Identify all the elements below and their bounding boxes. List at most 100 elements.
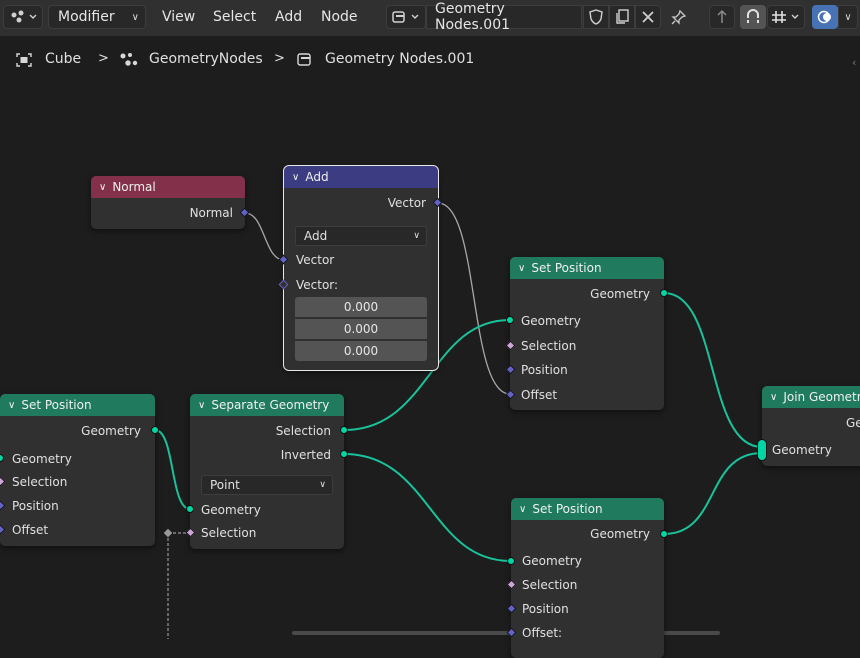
chevron-down-icon: ∨: [319, 480, 326, 490]
output-socket-geometry[interactable]: [660, 530, 668, 538]
node-editor-icon: [11, 10, 37, 23]
breadcrumb-modifier: GeometryNodes: [149, 51, 263, 67]
domain-dropdown[interactable]: Point ∨: [201, 475, 333, 495]
menu-view[interactable]: View: [162, 9, 196, 25]
input-socket-geometry[interactable]: [0, 454, 4, 462]
node-set-position-left[interactable]: ∨Set Position Geometry Geometry Selectio…: [0, 394, 159, 546]
link-normal-to-add[interactable]: [244, 212, 285, 261]
chevron-down-icon: ∨: [844, 11, 852, 23]
menu-select[interactable]: Select: [213, 9, 257, 25]
output-socket-selection[interactable]: [340, 426, 348, 434]
nodetree-browse-button[interactable]: [386, 5, 426, 29]
grid-snap-icon: [772, 11, 799, 23]
overlay-options-dropdown[interactable]: ∨: [838, 5, 858, 29]
mode-dropdown[interactable]: Modifier ∨: [48, 5, 146, 29]
node-title: Normal: [112, 180, 156, 194]
output-socket-geometry[interactable]: [151, 426, 159, 434]
chevron-down-icon[interactable]: ∨: [770, 391, 778, 403]
input-label-geometry: Geometry: [201, 503, 261, 517]
input-socket-offset[interactable]: [0, 524, 6, 535]
pin-button[interactable]: [666, 5, 692, 29]
output-label: Geometry: [81, 424, 141, 438]
unlink-button[interactable]: [635, 5, 661, 29]
chevron-down-icon[interactable]: ∨: [198, 399, 206, 411]
geometry-nodes-icon: [120, 53, 138, 66]
sidebar-toggle-icon[interactable]: ‹: [852, 56, 857, 69]
vector-z-field[interactable]: 0.000: [295, 341, 427, 361]
breadcrumb: Cube > GeometryNodes > Geometry Nodes.00…: [0, 44, 860, 74]
node-header[interactable]: ∨Set Position: [510, 257, 664, 279]
overlay-toggle[interactable]: [812, 5, 838, 29]
chevron-down-icon[interactable]: ∨: [292, 171, 300, 183]
output-socket-geometry[interactable]: [660, 289, 668, 297]
output-label: Normal: [189, 206, 233, 220]
input-label-position: Position: [12, 499, 59, 513]
chevron-down-icon[interactable]: ∨: [519, 503, 527, 515]
input-label-geometry: Geometry: [772, 443, 832, 457]
editor-type-dropdown[interactable]: [3, 5, 43, 29]
chevron-down-icon: ∨: [131, 11, 139, 23]
parent-nodetree-button[interactable]: [709, 5, 735, 29]
input-label-position: Position: [522, 602, 569, 616]
menu-add[interactable]: Add: [275, 9, 303, 25]
node-header[interactable]: ∨ Normal: [91, 176, 245, 198]
input-label-geometry: Geometry: [522, 554, 582, 568]
node-title: Join Geometry: [783, 390, 860, 404]
arrow-up-icon: [717, 9, 727, 23]
node-separate-geometry[interactable]: ∨Separate Geometry Selection Inverted Po…: [185, 394, 348, 549]
nodetree-name: Geometry Nodes.001: [435, 1, 511, 33]
node-header[interactable]: ∨ Join Geometry: [762, 386, 860, 408]
input-socket-geometry[interactable]: [506, 316, 514, 324]
node-normal[interactable]: ∨ Normal Normal: [91, 176, 250, 229]
vector-y-field[interactable]: 0.000: [295, 319, 427, 339]
vector-x-field[interactable]: 0.000: [295, 297, 427, 317]
snap-toggle[interactable]: [740, 5, 766, 29]
output-socket-inverted[interactable]: [340, 450, 348, 458]
input-label-selection: Selection: [201, 526, 257, 540]
node-header[interactable]: ∨Separate Geometry: [190, 394, 344, 416]
node-set-position-bottom[interactable]: ∨Set Position Geometry Geometry Selectio…: [506, 498, 668, 658]
nodetree-name-field[interactable]: Geometry Nodes.001: [426, 1, 582, 33]
link-setpos-to-separate[interactable]: [154, 429, 191, 510]
node-vector-math-add[interactable]: ∨Add Vector Add ∨ Vector Vector: 0.000 0…: [278, 165, 443, 371]
chevron-down-icon[interactable]: ∨: [8, 399, 16, 411]
node-title: Set Position: [21, 398, 92, 412]
input-label-selection: Selection: [522, 578, 578, 592]
nodetree-icon: [297, 53, 311, 66]
link-selection-to-setpos-top[interactable]: [343, 319, 511, 431]
input-socket-geometry[interactable]: [507, 557, 515, 565]
input-label-selection: Selection: [12, 475, 68, 489]
chevron-down-icon: ∨: [413, 231, 420, 241]
operation-dropdown[interactable]: Add ∨: [295, 226, 427, 246]
node-set-position-top[interactable]: ∨Set Position Geometry Geometry Selectio…: [505, 257, 668, 410]
chevron-down-icon[interactable]: ∨: [99, 181, 107, 193]
input-socket-geometry[interactable]: [186, 505, 194, 513]
input-label-selection: Selection: [521, 339, 577, 353]
object-icon: [16, 53, 32, 67]
fake-user-button[interactable]: [583, 5, 609, 29]
chevron-down-icon[interactable]: ∨: [518, 262, 526, 274]
duplicate-button[interactable]: [609, 5, 635, 29]
input-label-position: Position: [521, 363, 568, 377]
link-inverted-to-setpos-bottom[interactable]: [343, 453, 512, 562]
output-label: Geometry: [590, 287, 650, 301]
input-socket-geometry-multi[interactable]: [757, 439, 767, 461]
input-socket-position[interactable]: [0, 500, 6, 511]
link-setpos-bottom-to-join[interactable]: [663, 452, 763, 535]
shield-icon: [589, 9, 603, 25]
link-add-to-offset[interactable]: [437, 202, 511, 395]
node-header[interactable]: ∨ Set Position: [0, 394, 155, 416]
magnet-icon: [747, 9, 759, 23]
link-setpos-top-to-join[interactable]: [663, 292, 763, 448]
menu-node[interactable]: Node: [321, 9, 358, 25]
node-header[interactable]: ∨Add: [284, 166, 438, 188]
nodetree-icon: [392, 11, 419, 23]
copy-icon: [616, 9, 629, 24]
node-header[interactable]: ∨ Set Position: [511, 498, 664, 520]
node-join-geometry[interactable]: ∨Join Geometry Geometry Geometry: [762, 386, 860, 466]
node-title: Set Position: [532, 502, 603, 516]
snap-mode-dropdown[interactable]: [767, 5, 805, 29]
input-label-vector-1: Vector: [296, 253, 335, 267]
input-socket-selection[interactable]: [0, 476, 6, 487]
reroute-node[interactable]: [163, 528, 173, 538]
